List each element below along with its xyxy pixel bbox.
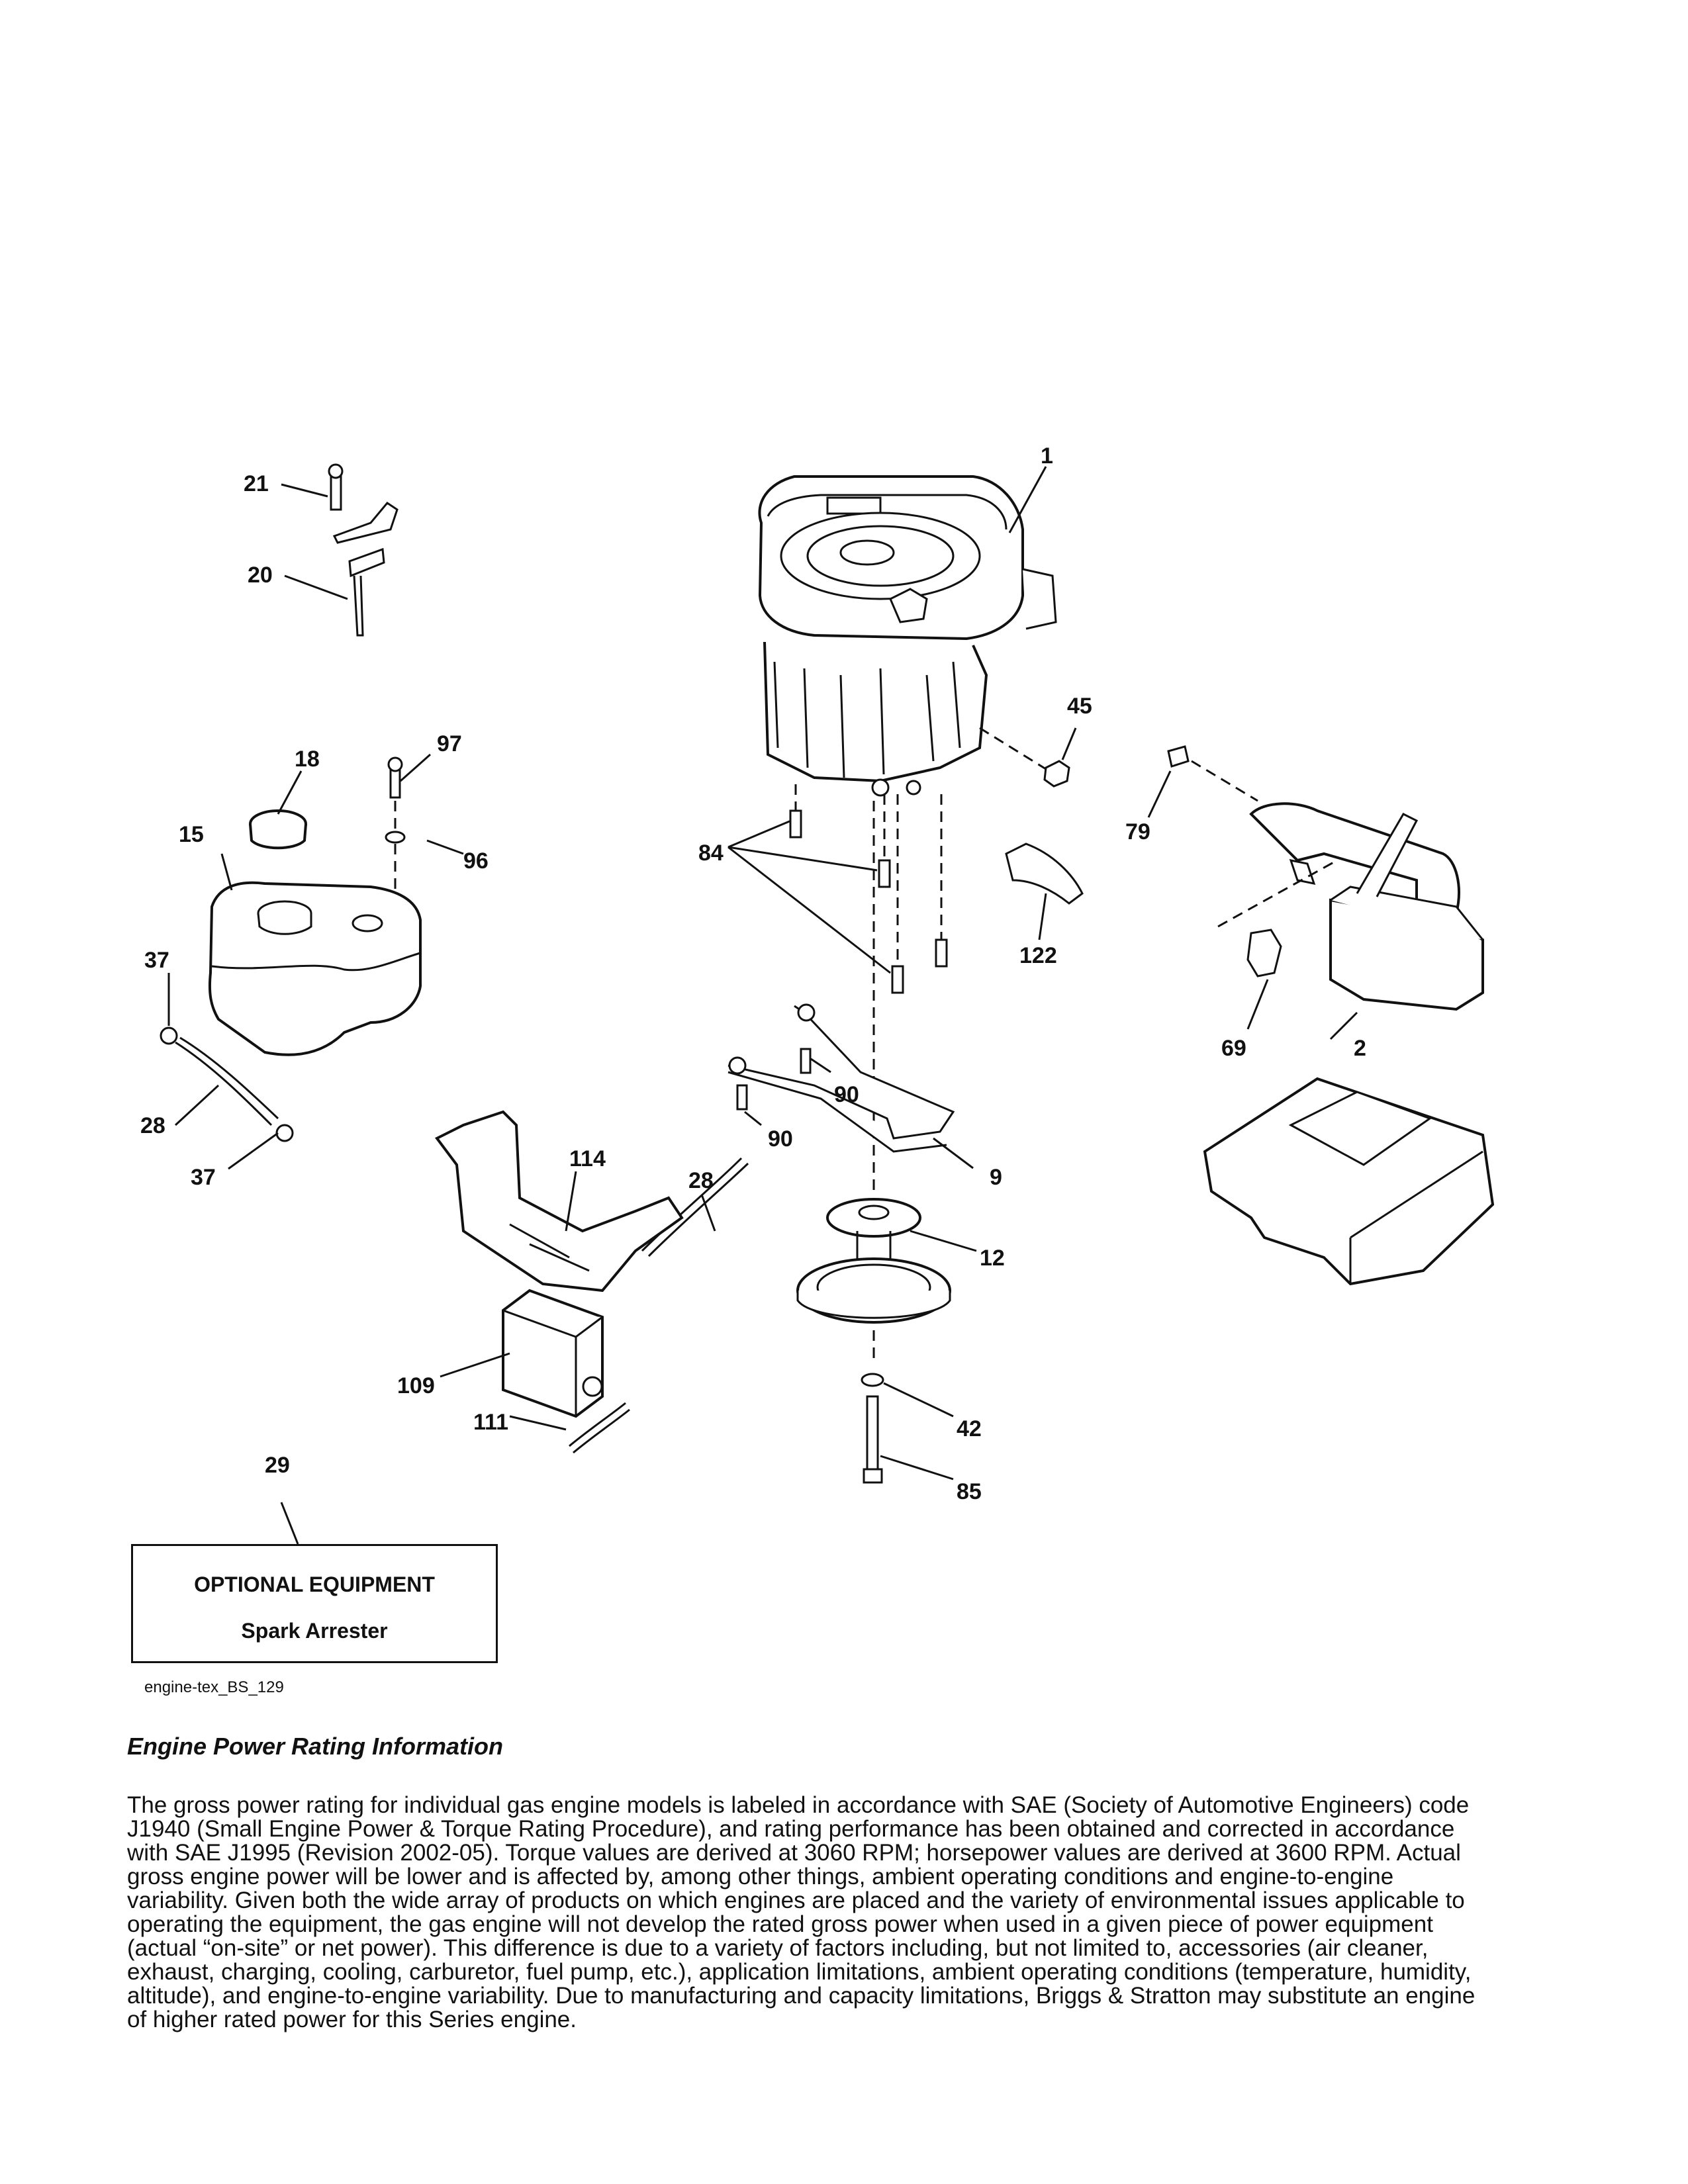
callout-37-upper: 37	[144, 948, 169, 973]
vapor-canister-part	[502, 1289, 604, 1418]
callout-42: 42	[957, 1416, 982, 1441]
callout-90-upper: 90	[834, 1082, 859, 1107]
callout-29: 29	[265, 1453, 290, 1478]
callout-labels: 1 2 9 12 15 18 20 21 28 28 29 37 37 42 4…	[140, 443, 1366, 1504]
callout-114: 114	[569, 1146, 606, 1171]
callout-28-left: 28	[140, 1113, 165, 1138]
callout-96: 96	[463, 848, 489, 874]
callout-21: 21	[244, 471, 269, 496]
callout-84: 84	[698, 841, 724, 866]
callout-18: 18	[295, 747, 320, 772]
callout-122: 122	[1019, 943, 1057, 968]
callout-79: 79	[1125, 819, 1150, 844]
muffler-part	[1167, 745, 1484, 1011]
callout-97: 97	[437, 731, 462, 756]
rating-info-body: The gross power rating for individual ga…	[127, 1792, 1476, 2032]
engine-part	[758, 475, 1057, 797]
section-title: Engine Power Rating Information	[127, 1733, 504, 1760]
leader-lines	[167, 466, 1358, 1545]
heat-shield-part	[1005, 842, 1084, 905]
callout-1: 1	[1041, 443, 1053, 469]
nut-part	[979, 727, 1070, 788]
pulley-part	[796, 1198, 951, 1363]
optional-equipment-item: Spark Arrester	[241, 1619, 388, 1643]
throttle-control-part	[328, 463, 399, 637]
fuel-cap-part	[249, 809, 307, 850]
bracket-part	[434, 1110, 684, 1293]
optional-equipment-heading: OPTIONAL EQUIPMENT	[194, 1572, 435, 1596]
engine-parts-diagram: 1 2 9 12 15 18 20 21 28 28 29 37 37 42 4…	[140, 443, 1495, 1545]
optional-equipment-box: OPTIONAL EQUIPMENT Spark Arrester	[131, 1544, 498, 1663]
belt-guide-part	[727, 1003, 955, 1153]
callout-85: 85	[957, 1479, 982, 1504]
callout-37-lower: 37	[191, 1165, 216, 1190]
callout-28-center: 28	[688, 1168, 714, 1193]
callout-90-lower: 90	[768, 1126, 793, 1152]
callout-9: 9	[990, 1165, 1002, 1190]
callout-69: 69	[1221, 1036, 1246, 1061]
fuel-tank-part	[208, 881, 422, 1056]
callout-20: 20	[248, 563, 273, 588]
fuel-line-part	[160, 1026, 749, 1454]
callout-109: 109	[397, 1373, 435, 1398]
pulley-bolt-part	[861, 1373, 884, 1484]
callout-2: 2	[1354, 1036, 1366, 1061]
drawing-id: engine-tex_BS_129	[144, 1678, 284, 1696]
callout-15: 15	[179, 822, 204, 847]
callout-12: 12	[980, 1246, 1005, 1271]
callout-45: 45	[1067, 694, 1092, 719]
mounting-plate-part	[1203, 1077, 1495, 1286]
callout-111: 111	[473, 1410, 508, 1435]
mounting-bolts-part	[789, 784, 948, 1191]
